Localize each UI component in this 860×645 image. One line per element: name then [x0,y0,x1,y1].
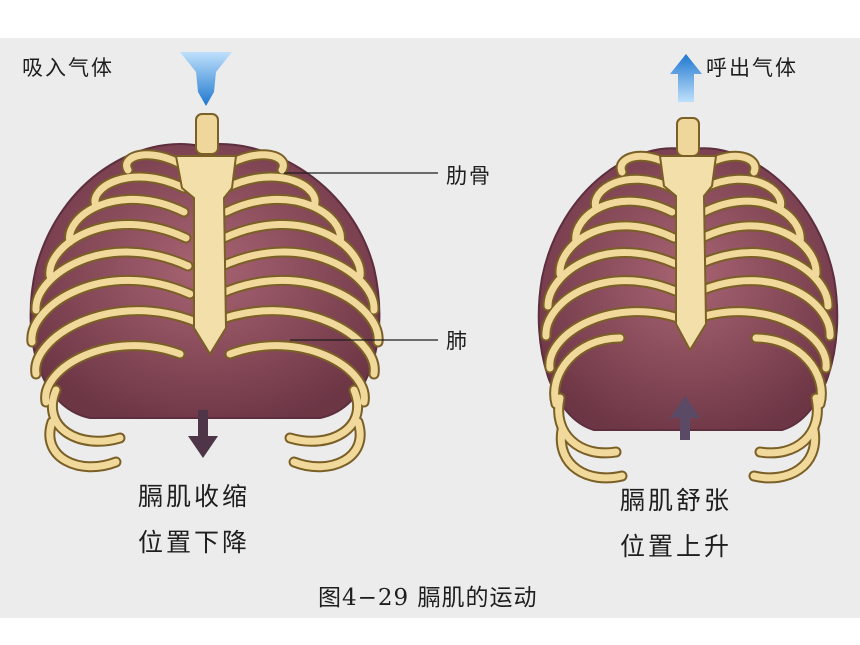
rib-label: 肋骨 [446,164,492,188]
left-ribcage [26,52,438,473]
left-ribs-fill [28,151,382,471]
right-diaphragm-position: 位置上升 [620,532,733,561]
left-spine-top [195,113,219,155]
left-diaphragm-position: 位置下降 [138,528,251,557]
diaphragm-up-arrow-icon [670,396,700,440]
right-spine-top [676,117,700,157]
right-sternum [658,155,718,353]
inhale-label: 吸入气体 [22,56,114,80]
left-diaphragm-state: 膈肌收缩 [138,482,251,511]
air-in-arrow-icon [180,52,232,106]
ribcage-diagram [26,52,839,484]
right-diaphragm-state: 膈肌舒张 [620,486,733,515]
figure-caption: 图4−29 膈肌的运动 [318,585,538,611]
right-ribcage [537,54,839,484]
right-ribs-fill [542,152,834,482]
lung-label: 肺 [446,329,469,353]
diaphragm-down-arrow-icon [188,410,218,458]
air-out-arrow-icon [670,54,702,102]
left-sternum [174,155,238,356]
exhale-label: 呼出气体 [706,56,798,80]
